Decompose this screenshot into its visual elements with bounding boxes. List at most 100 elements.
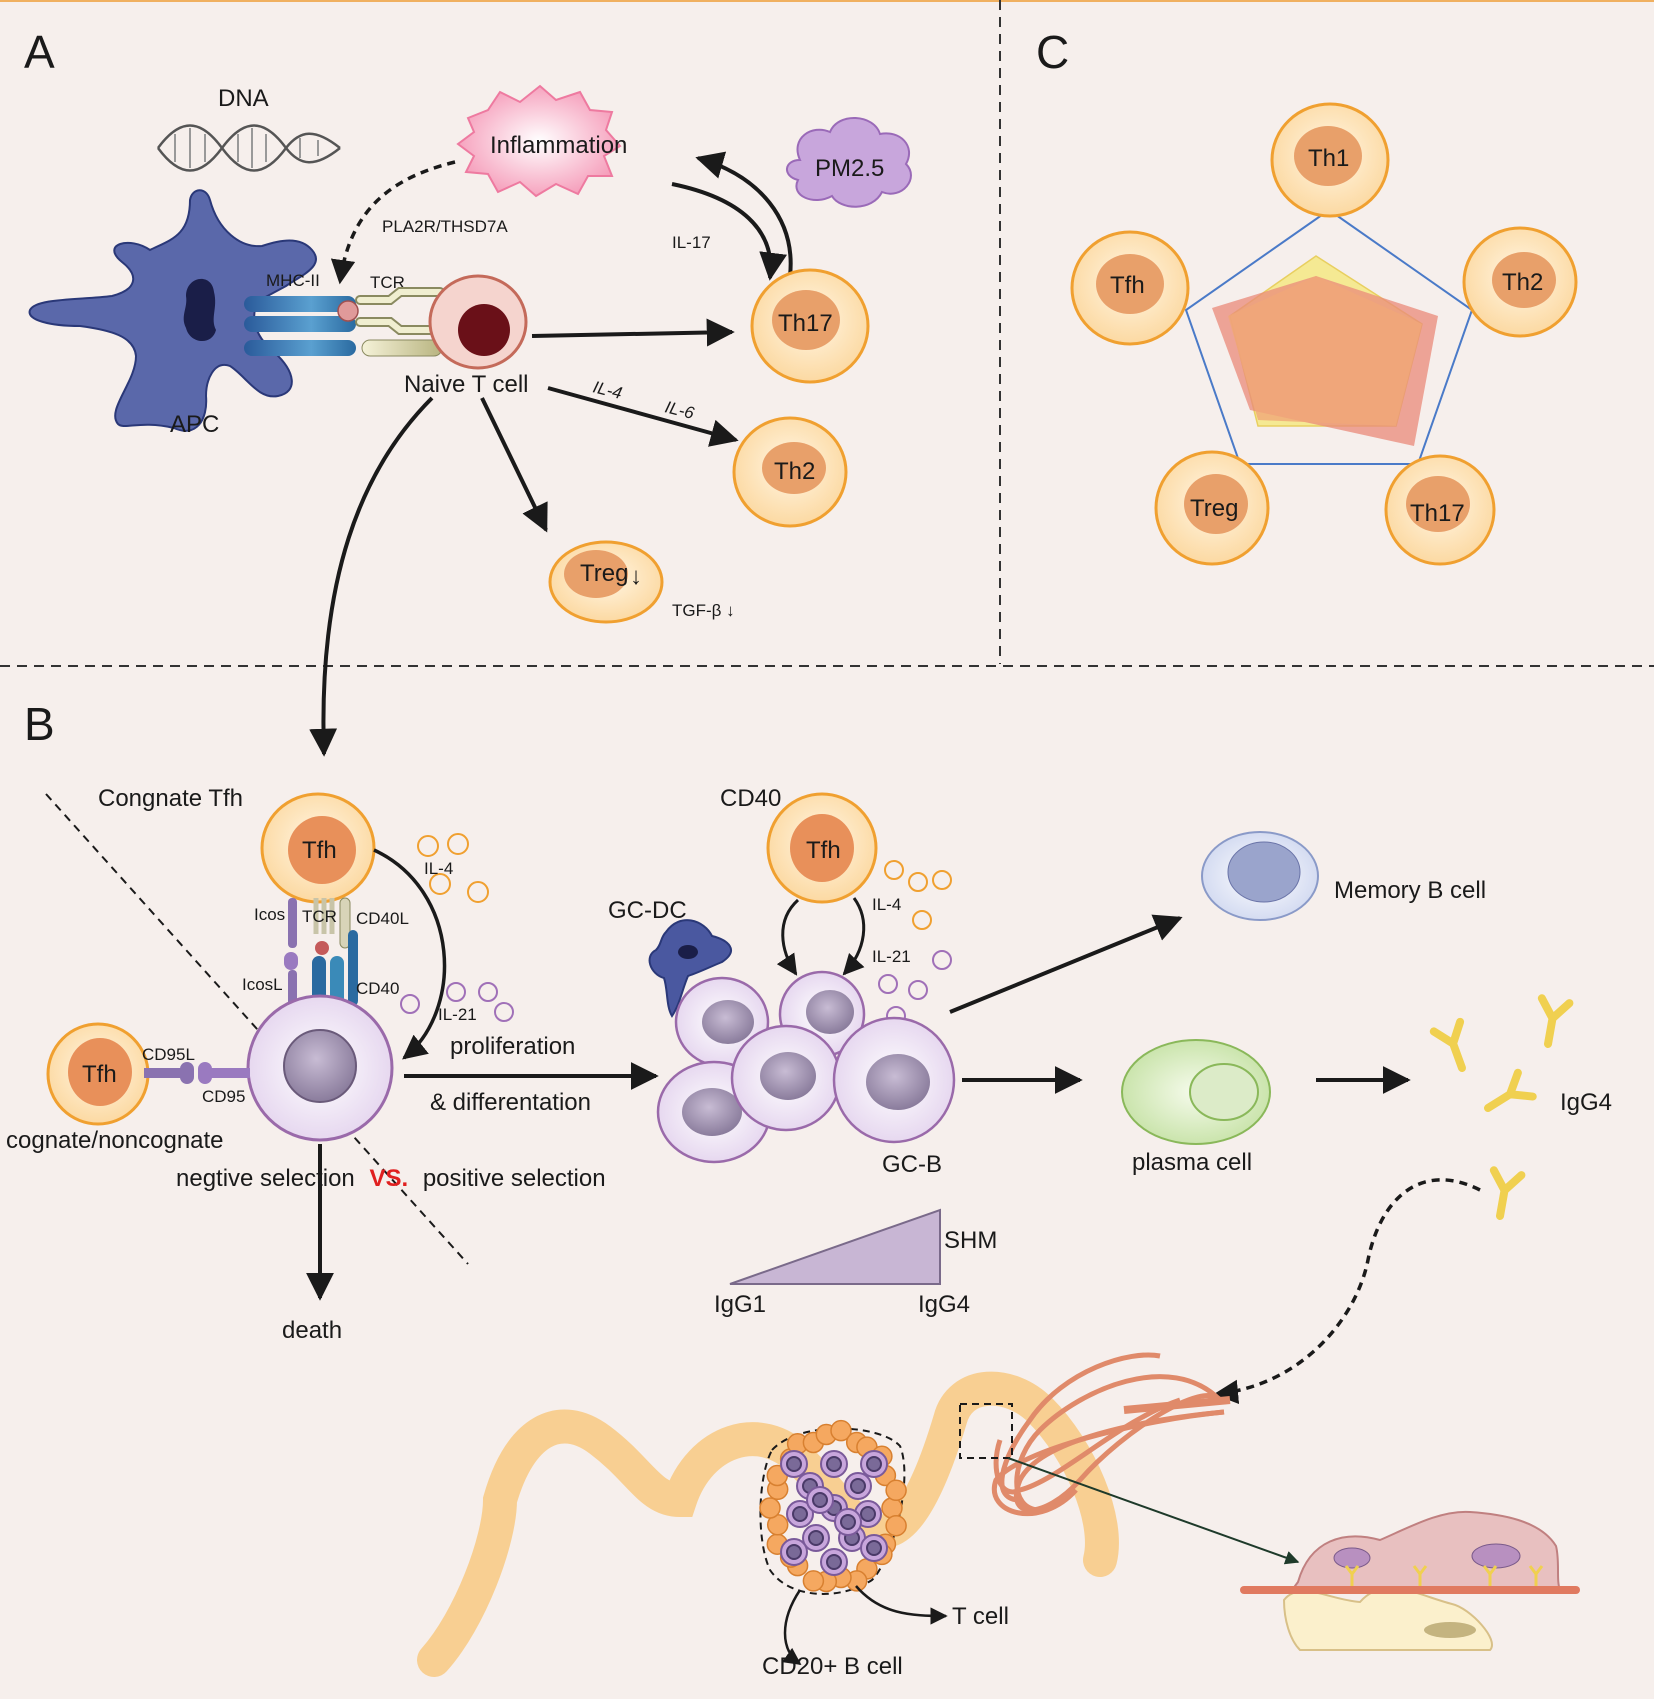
gcdc-cell-icon xyxy=(648,919,732,1018)
treg-cell-c: Treg xyxy=(1154,450,1270,566)
cd40l-label: CD40L xyxy=(356,909,409,928)
il21-cytokines-2 xyxy=(878,950,952,1026)
cd95-receptor-icon xyxy=(144,1062,250,1084)
cd20-b-cell xyxy=(844,1472,872,1500)
tfh-label-gc: Tfh xyxy=(806,837,841,864)
vs-text: VS. xyxy=(369,1165,408,1192)
arrow-naive-to-treg xyxy=(480,397,548,533)
radar-pentagon xyxy=(1184,208,1474,465)
b-cell-central xyxy=(246,994,394,1142)
panel-label-a: A xyxy=(24,26,55,78)
t-cell xyxy=(881,1497,903,1519)
tfh-cell-congnate: Tfh xyxy=(260,792,376,904)
gc-b-cell xyxy=(832,1016,956,1144)
dna-label: DNA xyxy=(218,85,269,112)
negative-selection-label: negtive selection VS. positive selection xyxy=(176,1165,606,1192)
th2-cell-a: Th2 xyxy=(732,416,848,528)
cd20-b-cell xyxy=(854,1500,882,1528)
arrow-zoom-to-detail xyxy=(1007,1457,1300,1565)
t-cell-label: T cell xyxy=(952,1603,1009,1630)
cd95l-label: CD95L xyxy=(142,1045,195,1064)
igg1-axis-label: IgG1 xyxy=(714,1291,766,1318)
gcdc-label: GC-DC xyxy=(608,897,687,924)
cd20-b-cell-label: CD20+ B cell xyxy=(762,1653,903,1680)
tfh-label-cognate: Tfh xyxy=(82,1061,117,1088)
glomerulus-loops-icon xyxy=(991,1352,1231,1516)
cd20-b-cell xyxy=(780,1538,808,1566)
mhc-molecule-icon xyxy=(244,296,359,356)
th2-label-a: Th2 xyxy=(774,458,815,485)
cd20-b-cell xyxy=(786,1500,814,1528)
th1-label-c: Th1 xyxy=(1308,145,1349,172)
cognate-noncognate-label: cognate/noncognate xyxy=(6,1127,224,1154)
il21-label-b2: IL-21 xyxy=(872,947,911,966)
t-cell xyxy=(830,1419,852,1442)
inflammation-burst-icon xyxy=(456,84,622,198)
cd20-b-cell xyxy=(780,1450,808,1478)
treg-label-a: Treg xyxy=(580,560,628,587)
cd20-b-cell xyxy=(860,1534,888,1562)
il4-label-b1: IL-4 xyxy=(424,859,453,878)
gcdc-nucleus-icon xyxy=(678,945,698,959)
infiltrate-cluster xyxy=(759,1419,907,1595)
il4-label-b2: IL-4 xyxy=(872,895,901,914)
gcb-label: GC-B xyxy=(882,1151,942,1178)
cd95-label: CD95 xyxy=(202,1087,245,1106)
apc-cell-icon xyxy=(28,189,317,432)
apc-label: APC xyxy=(170,411,219,438)
gc-b-cell xyxy=(730,1024,842,1132)
tgfb-label: TGF-β ↓ xyxy=(672,601,735,620)
panel-label-c: C xyxy=(1036,26,1069,78)
b-cell-group xyxy=(780,1450,888,1576)
mhc-label: MHC-II xyxy=(266,271,320,290)
shm-label: SHM xyxy=(944,1227,997,1254)
cd20-b-cell xyxy=(820,1450,848,1478)
memory-b-label: Memory B cell xyxy=(1334,877,1486,904)
panel-label-b: B xyxy=(24,698,55,750)
dna-icon xyxy=(156,124,341,172)
cd20-b-cell xyxy=(834,1508,862,1536)
cd20-b-cell xyxy=(802,1524,830,1552)
differentation-label: & differentation xyxy=(430,1089,591,1116)
arrow-naive-to-th2 xyxy=(547,386,739,447)
arrow-tfh-gc-right xyxy=(842,897,866,976)
arrow-igg4-to-kidney xyxy=(1213,1178,1481,1405)
arrow-inflammation-to-apc xyxy=(330,160,456,285)
gc-b-cluster xyxy=(656,970,956,1164)
tcr-receptor-icon xyxy=(355,287,445,357)
arrow-to-cd20 xyxy=(782,1589,802,1666)
th17-label-c: Th17 xyxy=(1410,500,1465,527)
plasma-cell xyxy=(1121,1039,1271,1145)
selection-dashed-line xyxy=(45,793,469,1265)
memory-b-cell xyxy=(1201,831,1319,921)
treg-down-arrow-a: ↓ xyxy=(630,563,642,590)
cd40-top-label: CD40 xyxy=(720,785,781,812)
shm-gradient-triangle xyxy=(729,1208,941,1285)
th17-cell-a: Th17 xyxy=(750,268,870,384)
il4-cytokines-1 xyxy=(417,833,489,903)
congnate-tfh-label: Congnate Tfh xyxy=(98,785,243,812)
t-cell xyxy=(759,1497,781,1519)
t-cell xyxy=(802,1570,825,1592)
arrow-naive-to-panel-b xyxy=(309,396,434,757)
tfh-cell-cognate-noncognate: Tfh xyxy=(46,1022,150,1126)
tcr-label-a: TCR xyxy=(370,273,405,292)
cd20-b-cell xyxy=(806,1486,834,1514)
pm25-label: PM2.5 xyxy=(815,155,884,182)
panel-b: Congnate Tfh Tfh IL-4 IL-21 xyxy=(6,785,1612,1680)
arrow-th17-to-inflammation xyxy=(695,151,793,277)
il4-cytokines-2 xyxy=(884,860,952,930)
tfh-cell-c: Tfh xyxy=(1070,230,1190,346)
icosl-label: IcosL xyxy=(242,975,283,994)
inflammation-label: Inflammation xyxy=(490,132,627,159)
apc-nucleus-icon xyxy=(183,278,216,342)
arrow-to-t-cell xyxy=(855,1585,948,1625)
negative-selection-text: negtive selection xyxy=(176,1165,355,1192)
cd20-b-cell xyxy=(820,1548,848,1576)
igg4-label: IgG4 xyxy=(1560,1089,1612,1116)
arrow-inflammation-to-th17 xyxy=(671,182,787,281)
arrow-tfh-gc-left xyxy=(776,898,800,976)
panel-a: DNA Inflammation PM2.5 PLA2R/THSD7A IL-1… xyxy=(28,84,912,757)
tfh-label-congnate: Tfh xyxy=(302,837,337,864)
